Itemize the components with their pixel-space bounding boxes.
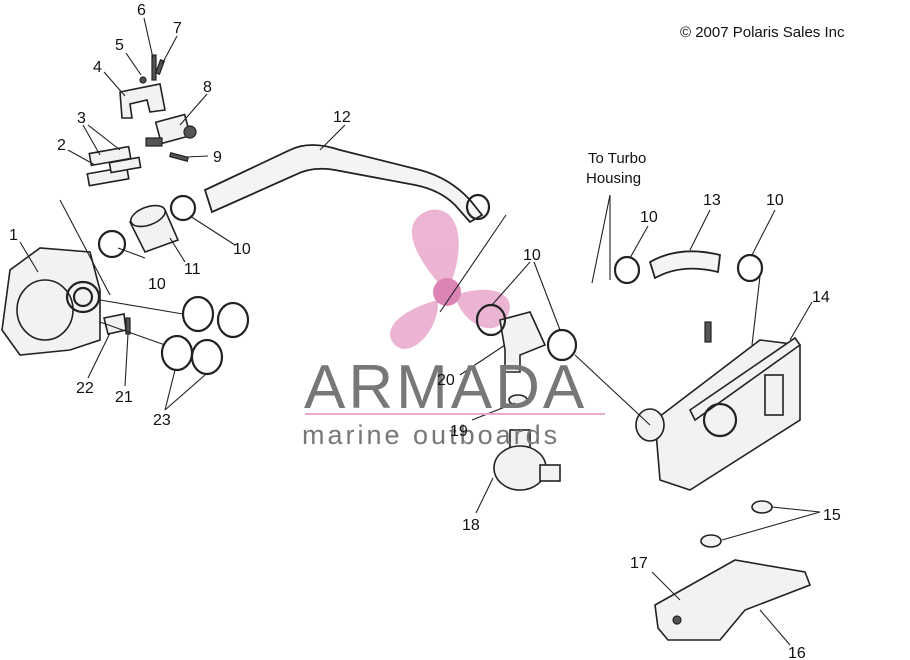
part-14-intercooler <box>635 321 802 491</box>
watermark: ARMADA marine outboards <box>302 353 605 450</box>
callout-4: 4 <box>93 59 102 76</box>
watermark-tagline: marine outboards <box>302 420 560 450</box>
callout-14: 14 <box>812 289 830 306</box>
callout-9: 9 <box>213 149 222 166</box>
callout-15: 15 <box>823 507 841 524</box>
callout-19: 19 <box>450 423 468 440</box>
callout-18: 18 <box>462 517 480 534</box>
part-4-bracket <box>119 83 166 119</box>
callout-5: 5 <box>115 37 124 54</box>
part-9-screw <box>169 152 189 162</box>
copyright-notice: © 2007 Polaris Sales Inc <box>680 24 845 41</box>
callout-16: 16 <box>788 645 806 660</box>
leader-lines <box>19 17 821 646</box>
part-10-clamp <box>613 255 641 285</box>
part-10-clamp <box>736 253 764 283</box>
callout-10-c: 10 <box>523 247 541 264</box>
callout-10-d: 10 <box>640 209 658 226</box>
part-20-tee-tube <box>475 303 578 373</box>
part-8-solenoid-valve <box>145 113 197 147</box>
part-11-coupler <box>128 204 180 253</box>
callout-10-a: 10 <box>233 241 251 258</box>
callout-11: 11 <box>184 261 201 278</box>
callout-7: 7 <box>173 20 182 37</box>
annotation-line2: Housing <box>586 170 641 187</box>
part-6-screw <box>151 54 157 81</box>
callouts: 1 2 3 4 5 6 7 8 9 10 10 10 10 10 11 12 1… <box>9 2 841 660</box>
callout-1: 1 <box>9 227 18 244</box>
part-5-nut <box>139 76 147 84</box>
callout-13: 13 <box>703 192 721 209</box>
part-15-grommet <box>700 534 722 548</box>
part-13-hose <box>648 250 721 280</box>
callout-20: 20 <box>437 372 455 389</box>
part-18-bypass-valve <box>493 429 561 491</box>
callout-23: 23 <box>153 412 171 429</box>
part-23-clamps <box>160 295 250 376</box>
callout-12: 12 <box>333 109 351 126</box>
part-12-hose <box>203 144 484 224</box>
callout-8: 8 <box>203 79 212 96</box>
callout-17: 17 <box>630 555 648 572</box>
callout-10-b: 10 <box>148 276 166 293</box>
part-10-clamp <box>97 229 127 259</box>
watermark-brand: ARMADA <box>304 353 587 422</box>
part-17-bolt <box>672 615 682 625</box>
callout-21: 21 <box>115 389 133 406</box>
callout-3: 3 <box>77 110 86 127</box>
part-2-3-sensor-tubes <box>86 145 142 187</box>
callout-10-e: 10 <box>766 192 784 209</box>
propeller-logo-watermark <box>389 209 510 349</box>
callout-2: 2 <box>57 137 66 154</box>
part-10-clamp <box>169 194 197 222</box>
annotation-line1: To Turbo <box>588 150 646 167</box>
part-15-grommet <box>751 500 773 514</box>
part-1-turbo-housing <box>1 247 101 356</box>
callout-6: 6 <box>137 2 146 19</box>
part-19-seal <box>508 394 528 406</box>
callout-22: 22 <box>76 380 94 397</box>
part-16-mount-bracket <box>654 559 812 641</box>
part-10-clamp <box>465 193 491 221</box>
